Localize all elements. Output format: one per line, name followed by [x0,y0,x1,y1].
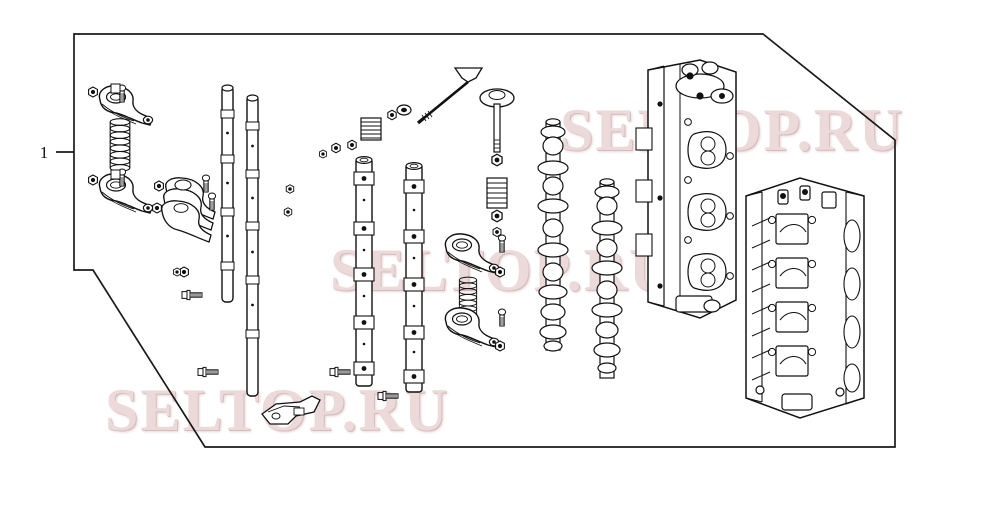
rocker-shaft-holder-b [403,162,425,393]
valve-stem-seal [396,104,412,116]
valve-spring-retainer [486,153,508,237]
valve-guide-a [360,117,382,141]
cam-lifter-bracket [261,395,321,425]
rocker-arm-lower-left [88,168,154,214]
diagram-frame [73,33,896,448]
valve-exhaust [479,88,515,153]
rocker-shaft-long-a [220,84,235,303]
cylinder-head-rear [745,177,865,419]
callout-number-1: 1 [40,143,49,162]
camshaft-a [537,118,569,352]
camshaft-b [591,178,623,379]
cylinder-head-front [635,59,737,319]
valve-intake [416,67,484,125]
rocker-arm-stack [152,174,217,278]
rocker-shaft-long-b [245,94,260,397]
rocker-arm-upper-left [88,83,154,126]
rocker-shaft-holder-a [353,156,375,387]
